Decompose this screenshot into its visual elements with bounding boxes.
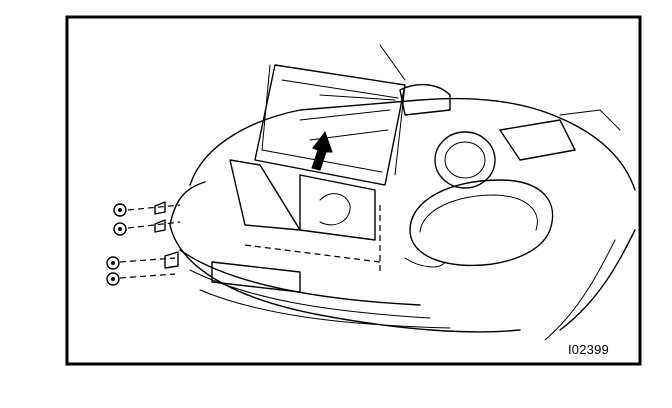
engine-bay [379,44,621,189]
figure-code: I02399 [568,342,609,357]
headlamp [404,179,554,268]
bolt-guide-lines [119,204,381,279]
bolts [106,201,179,286]
up-arrow-icon [311,130,333,171]
car-body-outline [169,97,636,341]
radiator [229,64,406,241]
figure-frame [65,15,642,366]
bolt-icon [113,201,166,217]
bolt-icon [106,251,179,270]
bolt-icon [113,219,166,236]
bolt-icon [106,272,120,286]
